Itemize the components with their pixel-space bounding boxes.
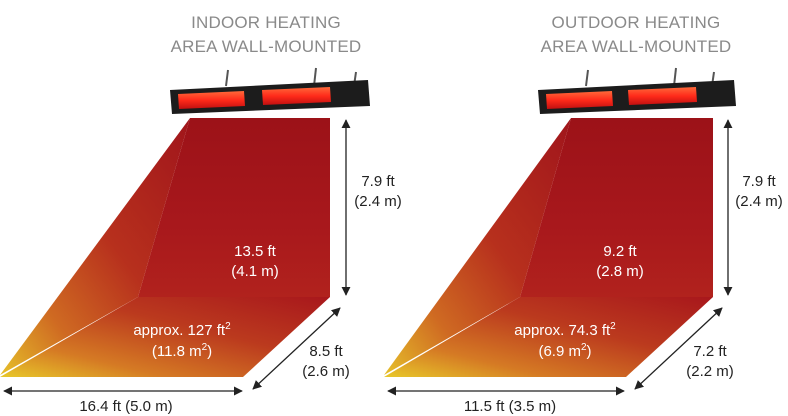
outdoor-floor-area [384, 297, 713, 377]
outdoor-depth-m: (2.2 m) [686, 363, 734, 380]
outdoor-heater-icon [538, 67, 736, 114]
indoor-depth-m: (2.6 m) [302, 363, 350, 380]
outdoor-width-label: 11.5 ft (3.5 m) [464, 398, 556, 415]
outdoor-distance-ft: 9.2 ft [603, 243, 637, 260]
outdoor-distance-m: (2.8 m) [596, 263, 644, 280]
indoor-depth-arrow [252, 307, 341, 390]
outdoor-area-ft: approx. 74.3 ft2 [514, 321, 616, 339]
indoor-area-m: (11.8 m2) [152, 342, 212, 360]
indoor-heater-icon [170, 67, 370, 114]
indoor-width-label: 16.4 ft (5.0 m) [79, 398, 172, 415]
outdoor-panel: OUTDOOR HEATING AREA WALL-MOUNTED 9.2 ft… [384, 13, 783, 415]
indoor-height-ft: 7.9 ft [361, 173, 395, 190]
outdoor-back-wall [520, 118, 713, 297]
outdoor-title-line2: AREA WALL-MOUNTED [541, 37, 732, 56]
indoor-distance-ft: 13.5 ft [234, 243, 277, 260]
indoor-distance-m: (4.1 m) [231, 263, 279, 280]
indoor-floor-area [0, 297, 330, 377]
indoor-panel: INDOOR HEATING AREA WALL-MOUNTED 13.5 ft… [0, 13, 402, 415]
outdoor-side-slope [384, 118, 571, 375]
indoor-title-line1: INDOOR HEATING [191, 13, 341, 32]
indoor-depth-ft: 8.5 ft [309, 343, 343, 360]
indoor-back-wall [138, 118, 330, 297]
outdoor-depth-ft: 7.2 ft [693, 343, 727, 360]
outdoor-height-m: (2.4 m) [735, 193, 783, 210]
outdoor-area-m: (6.9 m2) [538, 342, 591, 360]
indoor-height-m: (2.4 m) [354, 193, 402, 210]
outdoor-height-ft: 7.9 ft [742, 173, 776, 190]
indoor-area-ft: approx. 127 ft2 [133, 321, 231, 339]
indoor-title-line2: AREA WALL-MOUNTED [171, 37, 362, 56]
outdoor-depth-arrow [634, 307, 723, 390]
outdoor-title-line1: OUTDOOR HEATING [552, 13, 721, 32]
indoor-side-slope [0, 118, 190, 375]
